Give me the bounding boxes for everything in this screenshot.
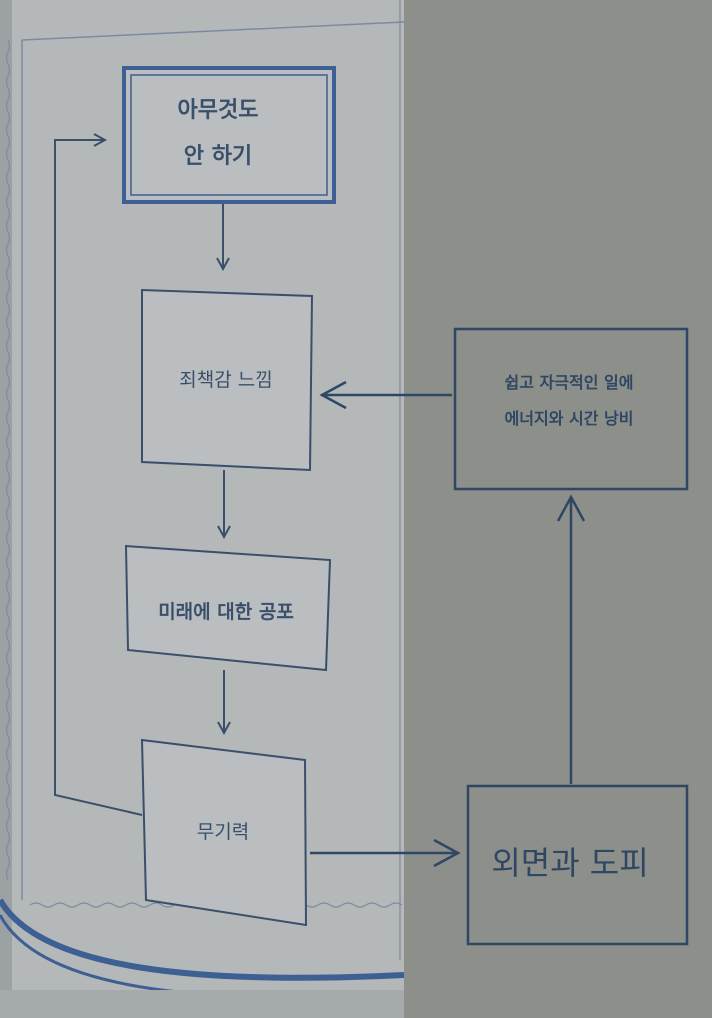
waste-line1: 쉽고 자극적인 일에: [505, 373, 634, 392]
do-nothing-line1: 아무것도: [178, 98, 259, 123]
node-guilt: 죄책감 느낌: [141, 288, 314, 472]
flow-arrows: [54, 140, 224, 816]
node-do-nothing: 아무것도 안 하기: [122, 66, 336, 204]
do-nothing-line2: 안 하기: [184, 144, 252, 169]
node-avoidance: 외면과 도피: [466, 784, 689, 946]
loop-arrow-lethargy-to-do-nothing: [54, 140, 143, 816]
fear-text: 미래에 대한 공포: [158, 601, 294, 623]
waste-line2: 에너지와 시간 낭비: [505, 409, 634, 428]
guilt-text: 죄책감 느낌: [179, 369, 272, 391]
lethargy-text: 무기력: [197, 821, 249, 843]
node-fear: 미래에 대한 공포: [124, 544, 332, 672]
avoidance-text: 외면과 도피: [491, 844, 648, 882]
node-lethargy: 무기력: [140, 738, 308, 927]
added-arrows: [310, 380, 586, 868]
node-waste: 쉽고 자극적인 일에 에너지와 시간 낭비: [453, 327, 689, 491]
